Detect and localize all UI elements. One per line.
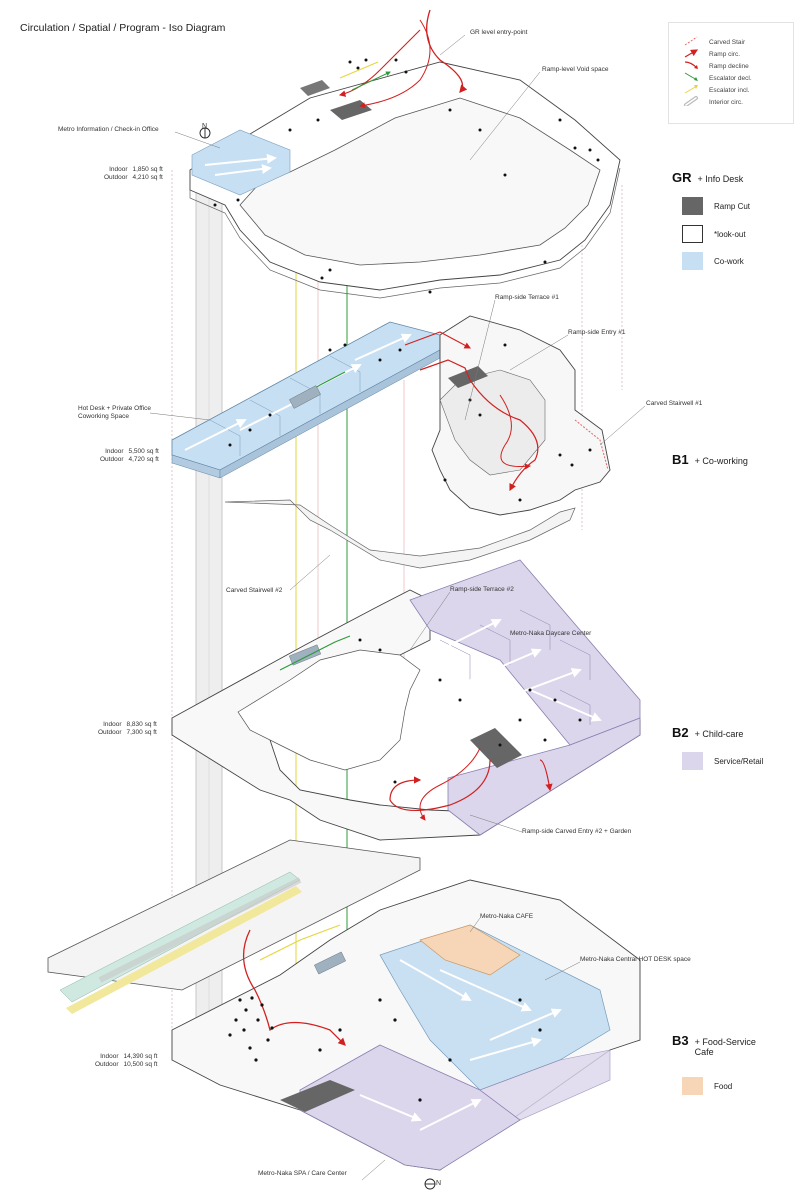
level-desc-line2: Cafe <box>694 1047 714 1057</box>
level-desc: + Child-care <box>694 729 744 739</box>
annotation-ramp-terrace-2: Ramp-side Terrace #2 <box>450 586 514 593</box>
area-b3: Indoor 14,390 sq ft Outdoor 10,500 sq ft <box>95 1053 157 1069</box>
north-label-top: N <box>202 123 208 130</box>
annotation-ramp-void: Ramp-level Void space <box>542 66 609 73</box>
level-desc-line1: + Food-Service <box>694 1037 756 1047</box>
area-value: 10,500 sq ft <box>123 1061 158 1068</box>
look-out-swatch <box>682 225 703 243</box>
area-value: 8,830 sq ft <box>126 721 157 728</box>
area-value: 4,720 sq ft <box>128 456 159 463</box>
people-gr <box>213 58 600 294</box>
annotation-daycare: Metro-Naka Daycare Center <box>510 630 592 637</box>
area-value: 7,300 sq ft <box>126 729 157 736</box>
annotation-hot-desk-line1: Hot Desk + Private Office <box>78 405 152 412</box>
legend-ramp-circ: Ramp circ. <box>709 51 741 58</box>
area-b2: Indoor 8,830 sq ft Outdoor 7,300 sq ft <box>98 721 157 737</box>
area-value: 1,850 sq ft <box>132 166 163 173</box>
escalator-incl-icon <box>684 85 698 94</box>
page-title: Circulation / Spatial / Program - Iso Di… <box>20 22 226 34</box>
area-label: Outdoor <box>104 174 128 181</box>
legend-escalator-incl: Escalator incl. <box>709 87 750 94</box>
level-gr-header: GR + Info Desk <box>672 170 743 185</box>
annotation-hot-desk-line2: Coworking Space <box>78 413 129 420</box>
legend-escalator-decl: Escalator decl. <box>709 75 752 82</box>
legend-carved-stair: Carved Stair <box>709 39 746 46</box>
annotation-central-hot-desk: Metro-Naka Central HOT DESK space <box>580 956 691 963</box>
area-label: Indoor <box>100 1053 119 1060</box>
ramp-decline-icon <box>684 61 698 69</box>
annotation-gr-entry: GR level entry-point <box>470 29 528 36</box>
service-retail-label: Service/Retail <box>714 757 764 766</box>
annotation-hot-desk: Hot Desk + Private Office Coworking Spac… <box>78 405 151 421</box>
level-desc: + Co-working <box>694 456 748 466</box>
legend-ramp-decline: Ramp decline <box>709 63 749 70</box>
food-swatch <box>682 1077 703 1095</box>
area-label: Outdoor <box>95 1061 119 1068</box>
annotation-spa: Metro-Naka SPA / Care Center <box>258 1170 347 1177</box>
area-b1: Indoor 5,500 sq ft Outdoor 4,720 sq ft <box>100 448 159 464</box>
annotation-ramp-carved-entry: Ramp-side Carved Entry #2 + Garden <box>522 828 632 835</box>
people-b2 <box>358 638 582 784</box>
level-desc: + Food-Service Cafe <box>695 1037 756 1057</box>
level-b1-header: B1 + Co-working <box>672 452 748 467</box>
area-label: Outdoor <box>100 456 124 463</box>
level-code: B2 <box>672 725 689 740</box>
area-label: Indoor <box>109 166 128 173</box>
level-b3 <box>47 839 641 1171</box>
co-work-swatch <box>682 252 703 270</box>
annotation-ramp-terrace-1: Ramp-side Terrace #1 <box>495 294 559 301</box>
ramp-cut-label: Ramp Cut <box>714 202 751 211</box>
area-value: 5,500 sq ft <box>128 448 159 455</box>
level-code: B1 <box>672 452 689 467</box>
level-desc: + Info Desk <box>697 174 744 184</box>
carved-stair-icon <box>684 36 698 46</box>
ramp-circ-icon <box>684 49 699 58</box>
level-code: GR <box>672 170 692 185</box>
annotation-ramp-entry-1: Ramp-side Entry #1 <box>568 329 626 336</box>
level-b3-header: B3 + Food-Service Cafe <box>672 1033 756 1057</box>
area-gr: Indoor 1,850 sq ft Outdoor 4,210 sq ft <box>104 166 163 182</box>
people-b3 <box>228 996 542 1102</box>
annotation-cafe: Metro-Naka CAFE <box>480 913 534 920</box>
area-label: Indoor <box>103 721 122 728</box>
level-b1 <box>171 315 611 569</box>
area-label: Indoor <box>105 448 124 455</box>
area-value: 4,210 sq ft <box>132 174 163 181</box>
interior-circ-icon <box>684 96 698 106</box>
level-b2 <box>171 559 641 841</box>
level-b2-header: B2 + Child-care <box>672 725 743 740</box>
legend-box: Carved Stair Ramp circ. Ramp decline Esc… <box>668 22 794 124</box>
food-label: Food <box>714 1082 733 1091</box>
leader-lines <box>149 34 646 1181</box>
look-out-label: *look-out <box>714 230 746 239</box>
area-label: Outdoor <box>98 729 122 736</box>
service-retail-swatch <box>682 752 703 770</box>
legend-interior-circ: Interior circ. <box>709 99 743 106</box>
area-value: 14,390 sq ft <box>123 1053 158 1060</box>
north-arrow-top <box>199 127 211 139</box>
co-work-label: Co-work <box>714 257 744 266</box>
north-label-bottom: N <box>436 1180 442 1187</box>
north-arrow-bottom <box>424 1178 436 1190</box>
level-gr <box>189 9 621 299</box>
annotation-carved-stair-1: Carved Stairwell #1 <box>646 400 703 407</box>
ramp-cut-swatch <box>682 197 703 215</box>
annotation-carved-stair-2: Carved Stairwell #2 <box>226 587 283 594</box>
people-b1 <box>228 343 592 502</box>
escalator-decl-icon <box>684 72 698 81</box>
level-code: B3 <box>672 1033 689 1048</box>
annotation-metro-info: Metro Information / Check-in Office <box>58 126 159 133</box>
